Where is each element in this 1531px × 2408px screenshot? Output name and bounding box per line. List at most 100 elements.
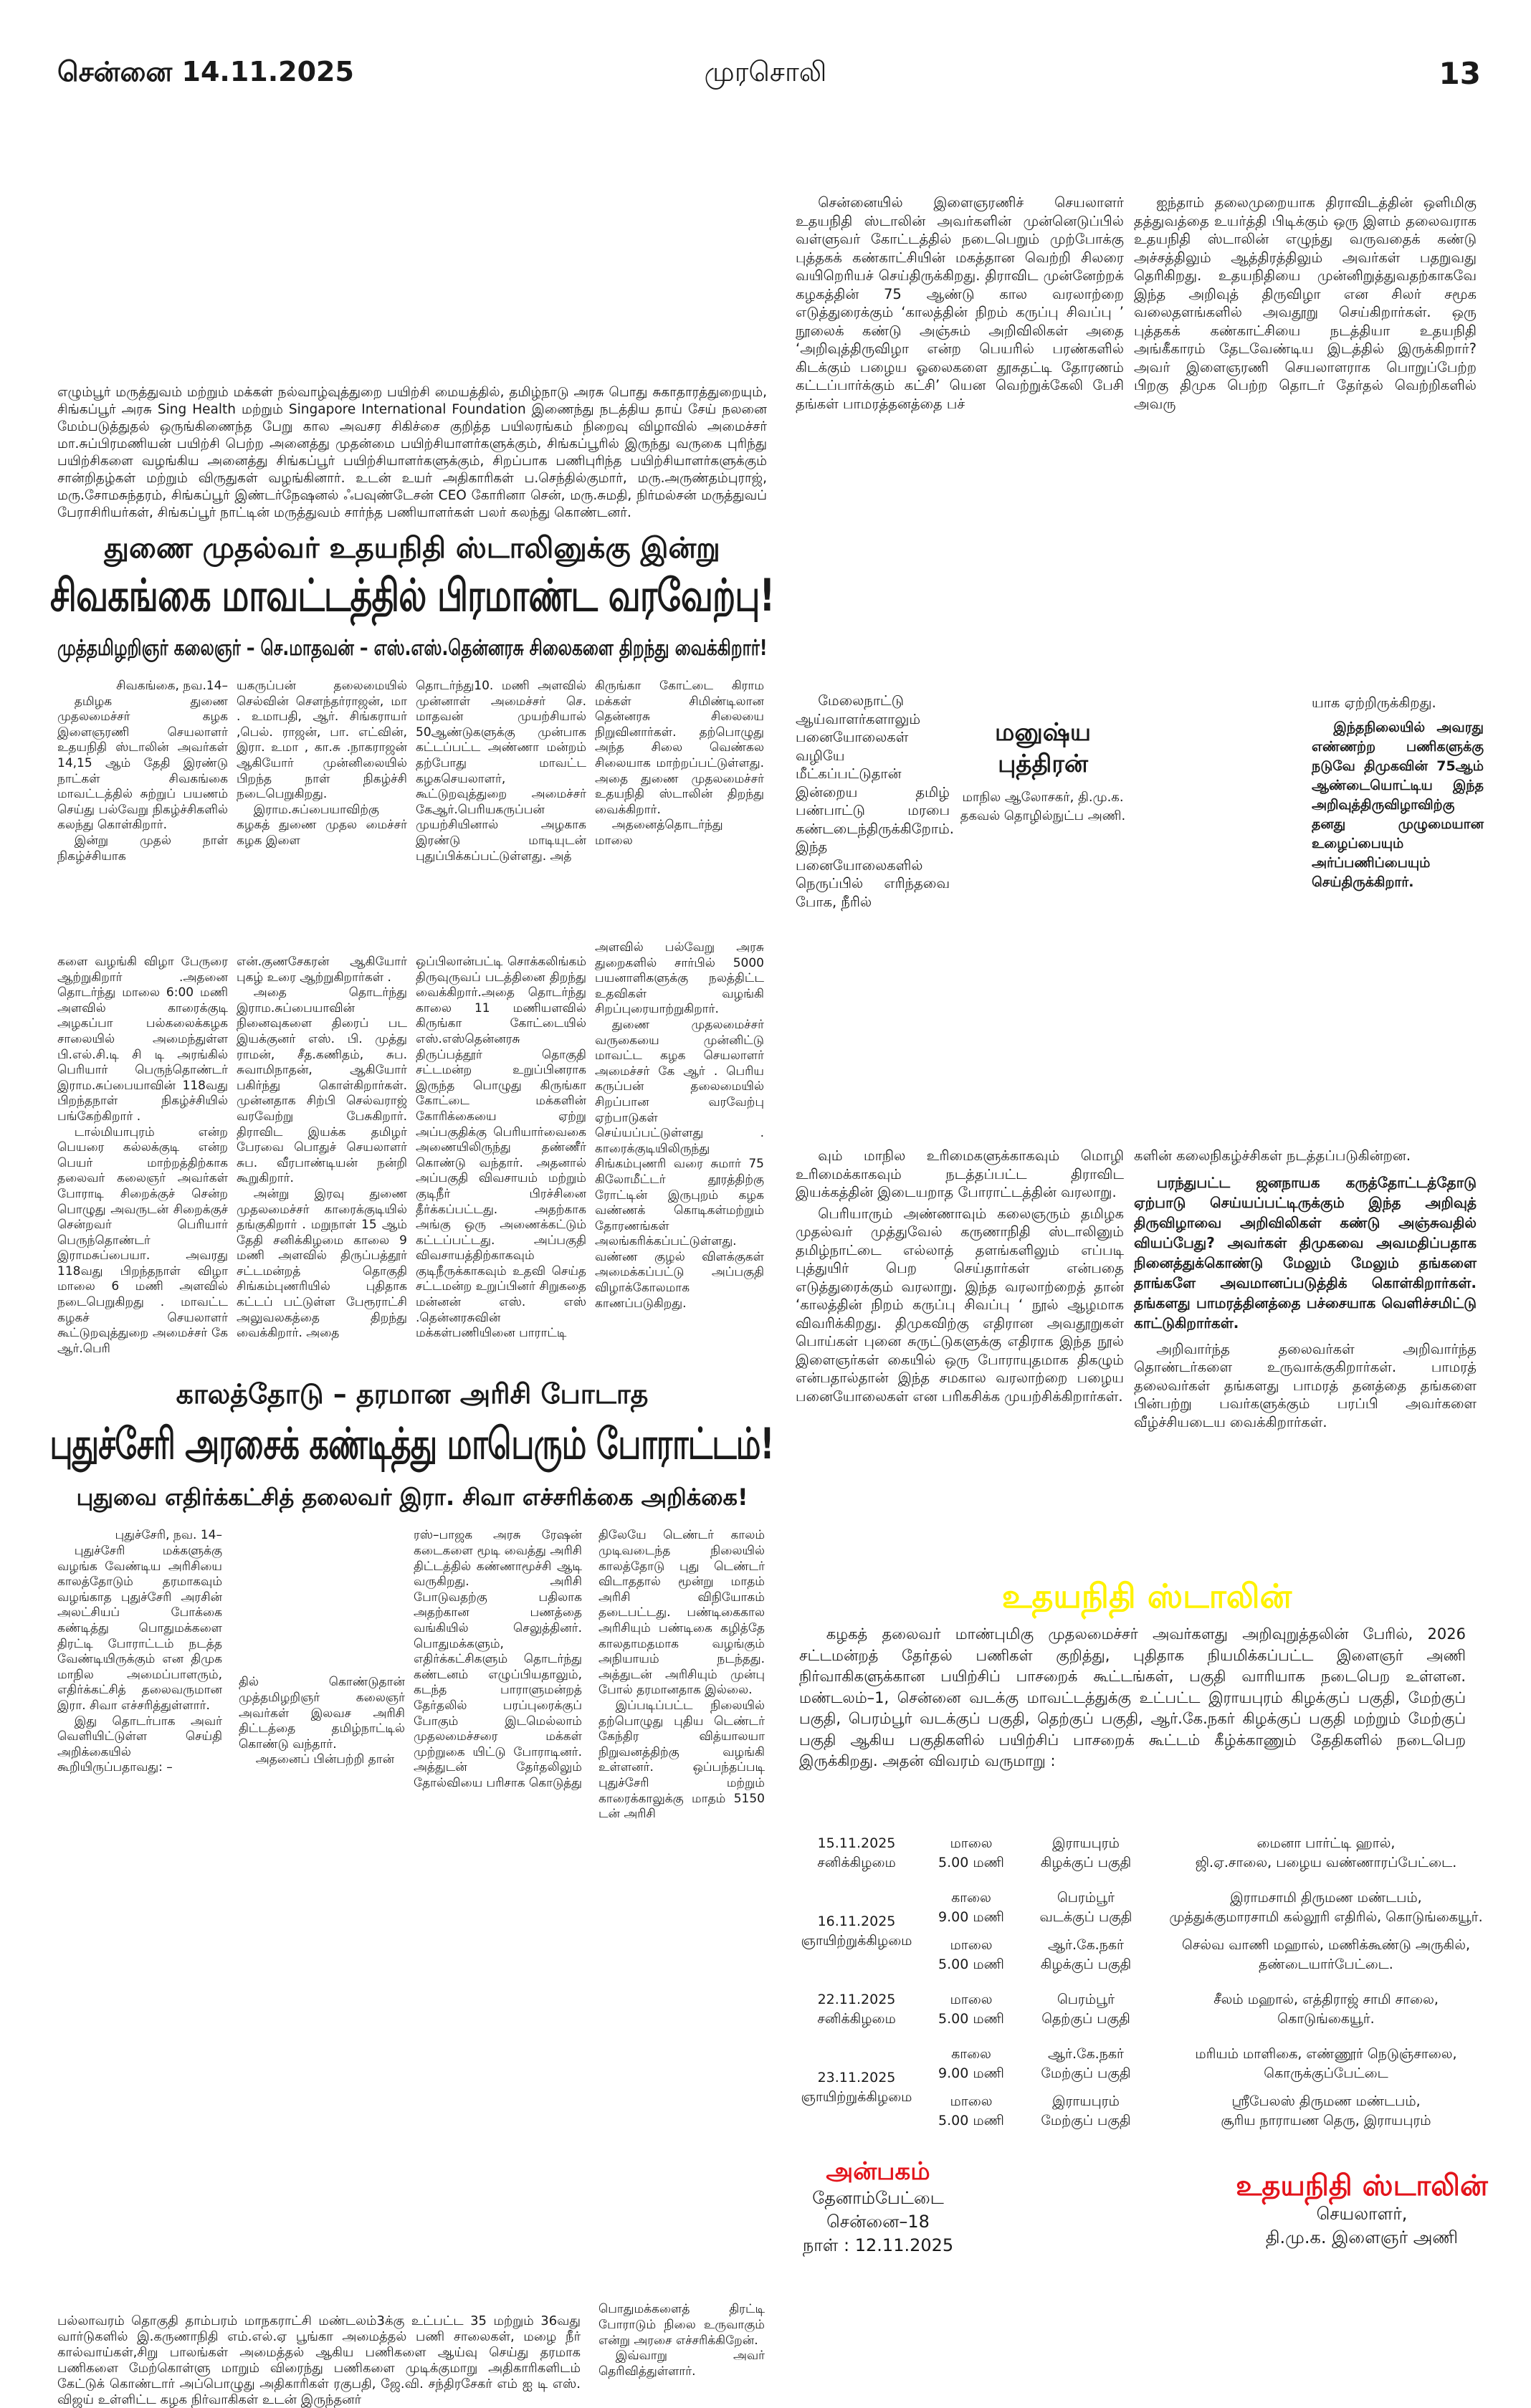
schedule-row: 23.11.2025 ஞாயிற்றுக்கிழமை காலை 9.00 மணி ஆர்… bbox=[788, 2033, 1498, 2105]
schedule-area-line: ஆர்.கே.நகர் bbox=[1048, 2045, 1124, 2062]
schedule-area: பெரம்பூர் வடக்குப் பகுதி bbox=[1018, 1877, 1154, 1931]
schedule-area: பெரம்பூர்தெற்குப் பகுதி bbox=[1018, 1979, 1154, 2033]
story1-col3-bottom: ஒப்பிலான்பட்டி சொக்கலிங்கம் திருவுருவப் … bbox=[416, 955, 586, 1342]
schedule-area-line: கிழக்குப் பகுதி bbox=[1040, 1956, 1132, 1972]
schedule-venue: செல்வ வாணி மஹால், மணிக்கூண்டு அருகில்,தண… bbox=[1154, 1931, 1498, 1979]
schedule-venue: மைனா பார்ட்டி ஹால்,ஜி.ஏ.சாலை, பழைய வண்ணா… bbox=[1154, 1830, 1498, 1877]
bold-quote-1: இந்தநிலையில் அவரது எண்ணற்ற பணிகளுக்கு நட… bbox=[1312, 719, 1484, 890]
schedule-date-line: சனிக்கிழமை bbox=[817, 2010, 896, 2027]
photo-caption: எழும்பூர் மருத்துவம் மற்றும் மக்கள் நல்வ… bbox=[57, 385, 767, 520]
schedule-venue-line: செல்வ வாணி மஹால், மணிக்கூண்டு அருகில், bbox=[1181, 1936, 1471, 1953]
schedule-venue: இராமசாமி திருமண மண்டபம்,முத்துக்குமாரசாம… bbox=[1154, 1877, 1498, 1931]
schedule-time-line: மாலை bbox=[950, 2093, 993, 2109]
bottom-photo-caption: பல்லாவரம் தொகுதி தாம்பரம் மாநகராட்சி மண்… bbox=[57, 2313, 581, 2408]
colB-mid-text: யாக ஏற்றிருக்கிறது. bbox=[1312, 694, 1436, 711]
paragraph: இப்படிப்பட்ட நிலையில் தற்பொழுது புதிய டெ… bbox=[598, 1698, 765, 1822]
story1-col3-top: தொடர்ந்து10. மணி அளவில் முன்னாள் அமைச்சர… bbox=[416, 679, 586, 955]
article-colB-top: ஐந்தாம் தலைமுறையாக திராவிடத்தின் ஒளிமிகு… bbox=[1134, 194, 1477, 416]
schedule-row: மாலை 5.00 மணி இராயபுரம் மேற்குப் பகுதி ஸ்ரீப… bbox=[788, 2088, 1498, 2135]
paragraph: ஒப்பிலான்பட்டி சொக்கலிங்கம் திருவுருவப் … bbox=[416, 955, 586, 1341]
notice-from: அன்பகம் தேனாம்பேட்டை சென்னை–18 நாள் : 12… bbox=[788, 2156, 968, 2258]
schedule-area-line: இராயபுரம் bbox=[1052, 2093, 1120, 2109]
story1-col2-top: யகருப்பன் தலைமையில் செல்வின் சௌந்தர்ராஜன… bbox=[237, 679, 407, 955]
schedule-time-line: மாலை bbox=[950, 1936, 993, 1953]
paragraph: வும் மாநில உரிமைகளுக்காகவும் மொழி உரிமைக… bbox=[796, 1147, 1124, 1200]
paragraph: இன்று முதல் நாள் நிகழ்ச்சியாக bbox=[57, 833, 228, 864]
story1-col2: யகருப்பன் தலைமையில் செல்வின் சௌந்தர்ராஜன… bbox=[237, 679, 407, 1342]
schedule-venue-line: கொருக்குப்பேட்டை bbox=[1264, 2065, 1388, 2081]
schedule-time-line: காலை bbox=[951, 2045, 991, 2062]
paragraph: சென்னையில் இளைஞரணிச் செயலாளர் உதயநிதி ஸ்… bbox=[796, 194, 1124, 412]
schedule-time-line: மாலை bbox=[950, 1991, 993, 2007]
from-line1: தேனாம்பேட்டை bbox=[812, 2187, 944, 2208]
colB-last-text: அறிவார்ந்த தலைவர்கள் அறிவார்ந்த தொண்டர்க… bbox=[1134, 1340, 1477, 1430]
schedule-time: காலை9.00 மணி bbox=[925, 1877, 1018, 1931]
paragraph: ரஸ்–பாஜக அரசு ரேஷன் கடைகளை மூடி வைத்து அ… bbox=[414, 1528, 582, 1790]
schedule-venue-line: முத்துக்குமாரசாமி கல்லூரி எதிரில், கொடுங… bbox=[1169, 1908, 1483, 1925]
paragraph: சிவகங்கை, நவ.14– bbox=[116, 679, 228, 693]
schedule-time: மாலை5.00 மணி bbox=[925, 1830, 1018, 1877]
story2-kicker-text: காலத்தோடு – தரமான அரிசி போடாத bbox=[176, 1378, 649, 1410]
schedule-area-line: வடக்குப் பகுதி bbox=[1039, 1908, 1132, 1925]
article-colA-narrow: மேலைநாட்டு ஆய்வாளர்களாலும் பனையோலைகள் வழ… bbox=[796, 692, 954, 914]
photo-area bbox=[57, 108, 767, 373]
signatory-title: செயலாளர், bbox=[1316, 2203, 1408, 2224]
paragraph: அதனைத்தொடர்ந்து மாலை bbox=[595, 818, 723, 848]
paragraph: பெரியாரும் அண்ணாவும் கலைஞரும் தமிழக முதல… bbox=[796, 1205, 1124, 1405]
schedule-time-line: 9.00 மணி bbox=[938, 2065, 1004, 2081]
schedule-area-line: இராயபுரம் bbox=[1052, 1835, 1120, 1851]
schedule-area-line: பெரம்பூர் bbox=[1057, 1889, 1115, 1906]
story2-col1-text: புதுச்சேரி மக்களுக்கு வழங்க வேண்டிய அரிச… bbox=[57, 1544, 222, 1776]
paragraph: இவ்வாறு அவர் தெரிவித்துள்ளார். bbox=[598, 2349, 765, 2379]
story2-col3: ரஸ்–பாஜக அரசு ரேஷன் கடைகளை மூடி வைத்து அ… bbox=[414, 1528, 582, 1791]
story1-col4: கிருங்கா கோட்டை கிராம மக்கள் சிமிண்டிலான… bbox=[595, 679, 764, 1312]
notice-title: உதயநிதி ஸ்டாலின் bbox=[1001, 1577, 1292, 1615]
story1-col3: தொடர்ந்து10. மணி அளவில் முன்னாள் அமைச்சர… bbox=[416, 679, 586, 1342]
schedule-date-line: 23.11.2025 bbox=[817, 2069, 896, 2086]
paragraph: திலேயே டெண்டர் காலம் முடிவடைந்த நிலையில்… bbox=[598, 1528, 765, 1698]
paragraph: ஐந்தாம் தலைமுறையாக திராவிடத்தின் ஒளிமிகு… bbox=[1134, 194, 1477, 412]
schedule-venue-line: கொடுங்கையூர். bbox=[1277, 2010, 1375, 2027]
story1-col1: சிவகங்கை, நவ.14–தமிழக துணை முதலமைச்சர் க… bbox=[57, 679, 228, 1357]
schedule-date-line: ஞாயிற்றுக்கிழமை bbox=[801, 2088, 912, 2105]
schedule-area-line: கிழக்குப் பகுதி bbox=[1040, 1854, 1132, 1870]
paragraph: தொடர்ந்து10. மணி அளவில் முன்னாள் அமைச்சர… bbox=[416, 679, 586, 864]
schedule-time: மாலை 5.00 மணி bbox=[925, 2088, 1018, 2135]
schedule-venue-line: ஸ்ரீபேலஸ் திருமண மண்டபம், bbox=[1231, 2093, 1421, 2109]
story1-col4-bottom: அளவில் பல்வேறு அரசு துறைகளில் சார்பில் 5… bbox=[595, 940, 764, 1312]
article-byline: மனுஷ்ய புத்திரன் மாநில ஆலோசகர், தி.மு.க.… bbox=[957, 717, 1129, 826]
schedule-time: மாலை5.00 மணி bbox=[925, 1931, 1018, 1979]
story2-col2: தில் கொண்டுதான் முத்தமிழறிஞர் கலைஞர் அவர… bbox=[239, 1675, 405, 1768]
story1-headline: சிவகங்கை மாவட்டத்தில் பிரமாண்ட வரவேற்பு! bbox=[50, 569, 775, 628]
notice: உதயநிதி ஸ்டாலின் கழகத் தலைவர் மாண்புமிகு… bbox=[788, 1575, 1505, 2258]
schedule-time-line: மாலை bbox=[950, 1835, 993, 1851]
bottom-caption-text: பல்லாவரம் தொகுதி தாம்பரம் மாநகராட்சி மண்… bbox=[57, 2313, 581, 2408]
story2-subheadline: புதுவை எதிர்க்கட்சித் தலைவர் இரா. சிவா எ… bbox=[57, 1484, 767, 1514]
notice-signatures: அன்பகம் தேனாம்பேட்டை சென்னை–18 நாள் : 12… bbox=[788, 2156, 1505, 2258]
schedule-time: காலை 9.00 மணி bbox=[925, 2033, 1018, 2088]
article-colA-bottom: வும் மாநில உரிமைகளுக்காகவும் மொழி உரிமைக… bbox=[796, 1147, 1124, 1408]
story2-kicker: காலத்தோடு – தரமான அரிசி போடாத bbox=[57, 1378, 767, 1414]
schedule-date: 23.11.2025 ஞாயிற்றுக்கிழமை bbox=[788, 2033, 925, 2135]
schedule-time-line: 5.00 மணி bbox=[938, 2112, 1004, 2128]
story1-kicker: துணை முதல்வர் உதயநிதி ஸ்டாலினுக்கு இன்று bbox=[57, 532, 767, 568]
paragraph: அளவில் பல்வேறு அரசு துறைகளில் சார்பில் 5… bbox=[595, 940, 764, 1017]
story2-col4: திலேயே டெண்டர் காலம் முடிவடைந்த நிலையில்… bbox=[598, 1528, 765, 1822]
schedule-area: ஆர்.கே.நகர்கிழக்குப் பகுதி bbox=[1018, 1931, 1154, 1979]
schedule-row: மாலை5.00 மணிஆர்.கே.நகர்கிழக்குப் பகுதிசெ… bbox=[788, 1931, 1498, 1979]
story2-photo-area bbox=[237, 1528, 405, 1668]
paragraph: அதை தொடர்ந்து இராம.சுப்பையாவின் நினைவுகள… bbox=[237, 985, 407, 1186]
schedule-area-line: மேற்குப் பகுதி bbox=[1041, 2112, 1131, 2128]
paragraph: யகருப்பன் தலைமையில் செல்வின் சௌந்தர்ராஜன… bbox=[237, 679, 407, 802]
story2-headline-text: புதுச்சேரி அரசைக் கண்டித்து மாபெரும் போர… bbox=[49, 1419, 775, 1470]
schedule-area: இராயபுரம் கிழக்குப் பகுதி bbox=[1018, 1830, 1154, 1877]
schedule-area-line: மேற்குப் பகுதி bbox=[1041, 2065, 1131, 2081]
schedule-date-line: சனிக்கிழமை bbox=[817, 1854, 896, 1870]
schedule-venue-line: சூரிய நாராயண தெரு, இராயபுரம் bbox=[1221, 2112, 1431, 2128]
paragraph: புதுச்சேரி மக்களுக்கு வழங்க வேண்டிய அரிச… bbox=[57, 1544, 222, 1713]
